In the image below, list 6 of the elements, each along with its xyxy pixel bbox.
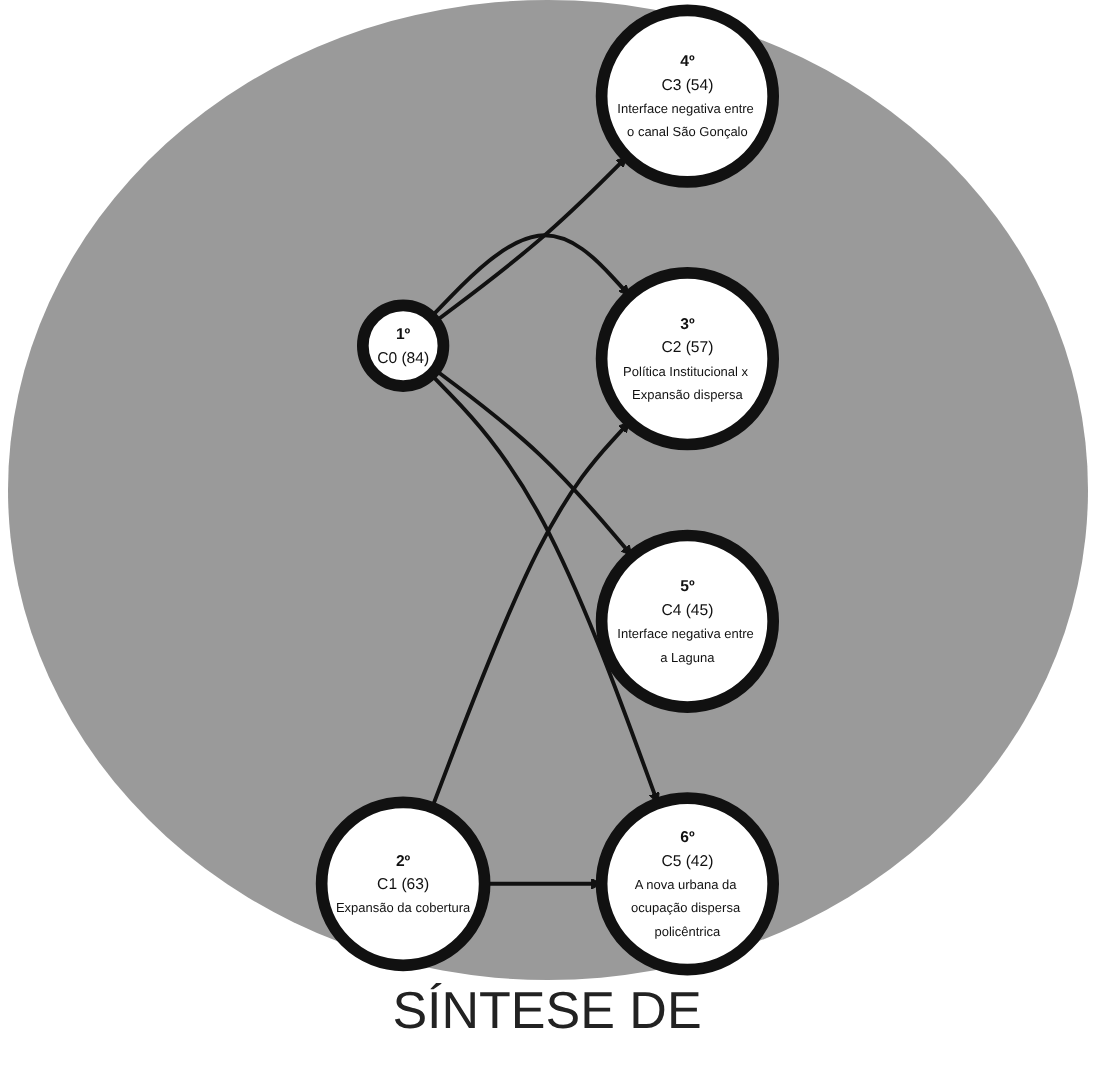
heading-text: SÍNTESE DE [392, 980, 702, 1042]
arrow [433, 368, 633, 557]
arrow [433, 156, 627, 324]
arrow [429, 421, 630, 809]
arrow [429, 373, 660, 804]
arrow [429, 233, 630, 319]
